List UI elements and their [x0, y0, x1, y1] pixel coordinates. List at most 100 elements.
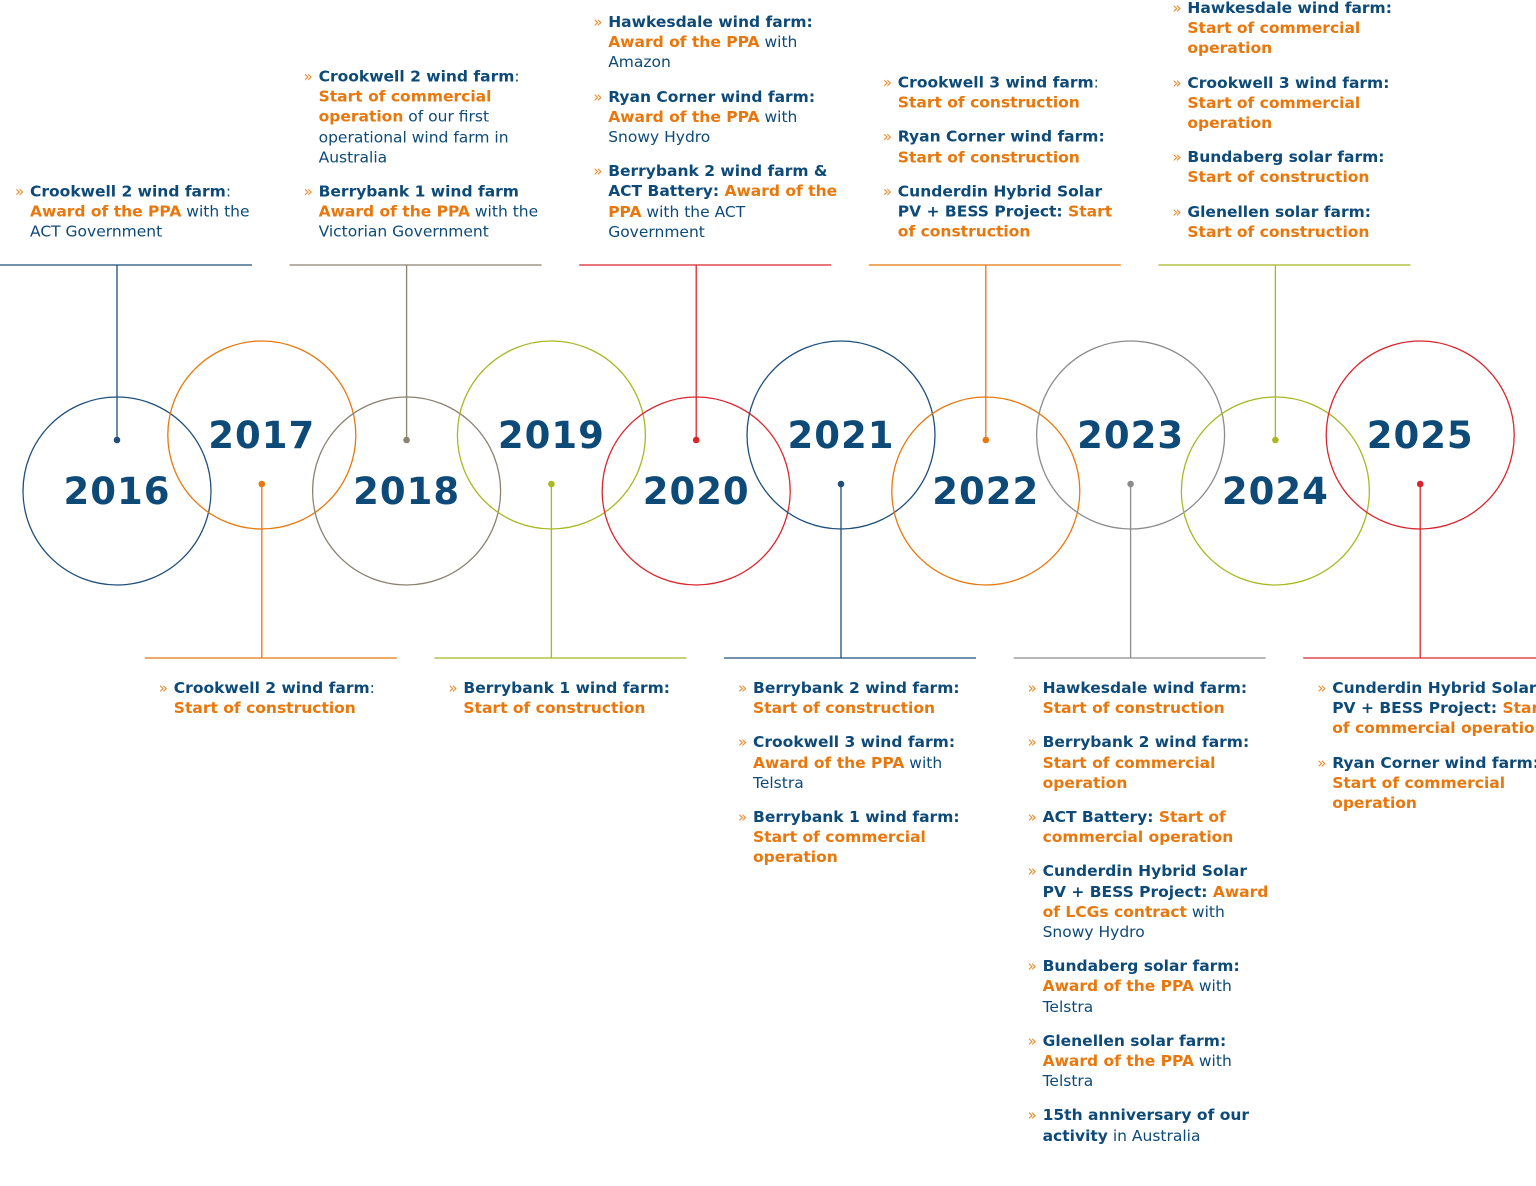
year-label: 2016 [64, 470, 171, 513]
milestone-event: Award of the PPA [753, 753, 905, 772]
milestones-2022: »Crookwell 3 wind farm: Start of constru… [883, 73, 1130, 242]
milestone-item: »Crookwell 3 wind farm: Start of constru… [883, 73, 1130, 113]
year-node-2020: 2020 [579, 264, 832, 586]
milestone-event: Start of construction [753, 699, 936, 718]
milestone-event: Start of construction [1187, 222, 1370, 241]
milestone-item: »Berrybank 2 wind farm & ACT Battery: Aw… [593, 161, 840, 242]
chevron-right-icon: » [1172, 202, 1182, 221]
connector-dot [982, 436, 990, 444]
project-name: Crookwell 2 wind farm [318, 67, 515, 86]
year-node-2022: 2022 [868, 264, 1121, 586]
chevron-right-icon: » [1027, 1031, 1037, 1050]
project-name: Crookwell 3 wind farm: [753, 733, 956, 752]
milestone-item: » Berrybank 2 wind farm: Start of constru… [738, 678, 985, 718]
milestone-item: »Crookwell 2 wind farm: Start of constru… [159, 678, 406, 718]
milestone-item: »Cunderdin Hybrid Solar PV + BESS Projec… [883, 181, 1130, 242]
milestone-item: »ACT Battery: Start of commercial operat… [1028, 807, 1275, 847]
year-label: 2022 [932, 470, 1039, 513]
milestone-event: Start of construction [463, 699, 646, 718]
chevron-right-icon: » [593, 162, 603, 181]
milestone-event: Start of construction [1187, 168, 1370, 187]
chevron-right-icon: » [303, 67, 313, 86]
milestone-item: »Berrybank 1 wind farm Award of the PPA … [304, 181, 551, 242]
milestone-event: Start of commercial operation [1332, 773, 1506, 813]
milestone-detail: with Telstra [1042, 977, 1232, 1016]
milestones-2021: » Berrybank 2 wind farm: Start of constru… [738, 678, 985, 868]
milestone-item: » Crookwell 3 wind farm: Award of the PPA… [738, 732, 985, 793]
project-name: Crookwell 3 wind farm: [1187, 73, 1390, 92]
project-name: Ryan Corner wind farm: [608, 87, 816, 106]
year-node-2017: 2017 [144, 340, 397, 659]
milestone-event: Award of the PPA [608, 107, 760, 126]
milestone-event: Start of commercial operation [318, 87, 492, 126]
milestone-event: Start of construction [173, 699, 356, 718]
milestone-event: Start of construction [897, 93, 1080, 112]
milestone-item: »Glenellen solar farm: Start of construc… [1172, 202, 1419, 242]
chevron-right-icon: » [738, 679, 748, 697]
milestone-item: »Glenellen solar farm: Award of the PPA … [1028, 1031, 1275, 1092]
project-name: Bundaberg solar farm: [1187, 148, 1385, 167]
chevron-right-icon: » [738, 808, 748, 827]
milestone-detail: in Australia [1107, 1126, 1201, 1145]
milestone-event: Start of commercial operation [753, 828, 926, 867]
year-node-2023: 2023 [1013, 340, 1266, 659]
project-name: Berrybank 2 wind farm & ACT Battery: [608, 162, 828, 201]
milestone-event: Start of commercial operation [1187, 19, 1361, 58]
project-name: ACT Battery: [1042, 808, 1159, 827]
chevron-right-icon: » [1027, 733, 1037, 752]
chevron-right-icon: » [593, 12, 603, 31]
year-node-2025: 2025 [1303, 340, 1536, 659]
milestone-item: »Bundaberg solar farm: Award of the PPA … [1028, 956, 1275, 1017]
milestone-detail: of our first operational wind farm in Au… [318, 107, 509, 167]
milestone-event: Award of the PPA [608, 33, 760, 52]
milestone-item: »Hawkesdale wind farm: Award of the PPA … [593, 12, 840, 73]
milestone-detail: with Snowy Hydro [608, 107, 798, 146]
milestone-detail: : [1093, 73, 1099, 92]
project-name: Berrybank 1 wind farm: [753, 808, 960, 827]
project-name: Bundaberg solar farm: [1042, 957, 1240, 976]
milestone-detail: with Telstra [753, 753, 943, 792]
milestone-detail: with the ACT Government [30, 202, 250, 241]
milestones-2016: »Crookwell 2 wind farm: Award of the PPA… [15, 181, 262, 242]
year-node-2024: 2024 [1158, 264, 1411, 586]
project-name: Hawkesdale wind farm: [1042, 679, 1248, 697]
project-name: Cunderdin Hybrid Solar PV + BESS Project… [1042, 862, 1247, 901]
year-node-2016: 2016 [0, 264, 252, 586]
milestone-event: Award of the PPA [1042, 1052, 1194, 1071]
milestone-item: »Crookwell 2 wind farm: Award of the PPA… [15, 181, 262, 242]
chevron-right-icon: » [738, 733, 748, 752]
chevron-right-icon: » [1317, 753, 1327, 772]
milestone-event: Start of commercial operation [1332, 699, 1536, 738]
milestone-detail: with Telstra [1042, 1052, 1232, 1091]
chevron-right-icon: » [1172, 73, 1182, 92]
milestone-item: »Cunderdin Hybrid Solar PV + BESS Projec… [1028, 861, 1275, 942]
milestone-item: »Berrybank 1 wind farm: Start of constru… [448, 678, 695, 718]
chevron-right-icon: » [1027, 957, 1037, 976]
chevron-right-icon: » [1317, 679, 1327, 697]
year-label: 2021 [788, 414, 895, 457]
milestones-2023: »Hawkesdale wind farm: Start of construc… [1028, 678, 1275, 1146]
chevron-right-icon: » [1172, 148, 1182, 167]
milestone-item: »Berrybank 2 wind farm: Start of commerc… [1028, 732, 1275, 793]
milestone-item: » Ryan Corner wind farm: Start of commerc… [1317, 753, 1536, 814]
milestone-event: Award of LCGs contract [1042, 882, 1269, 921]
milestone-item: »Crookwell 2 wind farm: Start of commerc… [304, 66, 551, 167]
milestone-event: Award of the PPA [1042, 977, 1194, 996]
milestone-detail: : [225, 182, 232, 201]
milestones-2024: »Hawkesdale wind farm: Start of commerci… [1172, 0, 1419, 242]
project-name: Hawkesdale wind farm: [608, 12, 813, 31]
year-label: 2019 [498, 414, 605, 457]
year-label: 2020 [643, 470, 750, 513]
project-name: Ryan Corner wind farm: [1332, 753, 1536, 772]
connector-dot [113, 436, 121, 444]
chevron-right-icon: » [882, 127, 892, 146]
chevron-right-icon: » [1027, 808, 1037, 827]
milestone-event: Start of construction [897, 202, 1113, 241]
project-name: Glenellen solar farm: [1042, 1031, 1227, 1050]
project-name: Berrybank 2 wind farm: [753, 679, 960, 697]
milestones-2020: »Hawkesdale wind farm: Award of the PPA … [593, 12, 840, 242]
project-name: Berrybank 1 wind farm [318, 182, 519, 201]
project-name: Crookwell 2 wind farm [30, 182, 226, 201]
year-label: 2024 [1222, 470, 1329, 513]
